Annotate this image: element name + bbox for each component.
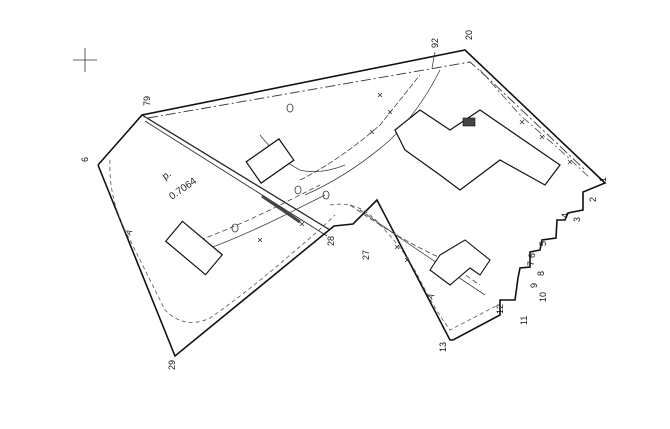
- inner-contour-left: [109, 159, 336, 323]
- vertex-label: 4: [560, 213, 570, 218]
- inner-contour-right: [329, 203, 499, 331]
- parcel-code: p.: [160, 169, 173, 183]
- vertex-label: 3: [572, 217, 582, 222]
- vertex-label: 2: [588, 197, 598, 202]
- vertex-label: 12: [495, 304, 505, 314]
- vertex-label: 9: [529, 283, 539, 288]
- parcel-area: 0.7064: [167, 176, 199, 203]
- vertex-label: 7: [526, 261, 536, 266]
- crosshair-marker: [73, 48, 97, 72]
- a-mark: A: [426, 291, 437, 301]
- x-marks: [257, 92, 573, 263]
- building-annex: [429, 239, 491, 286]
- vertex-label: 20: [464, 30, 474, 40]
- building-middle: [245, 138, 295, 184]
- leader-line-92: [431, 51, 436, 69]
- vertex-label: 6: [527, 253, 537, 258]
- vertex-label: 92: [430, 38, 440, 48]
- vertex-label: 79: [142, 96, 152, 106]
- right-border-line: [479, 69, 591, 179]
- building-right: [394, 109, 561, 191]
- vertex-label: 27: [361, 250, 371, 260]
- vertex-label: 1: [598, 177, 608, 182]
- vertex-label: 29: [167, 360, 177, 370]
- vertex-label: 10: [538, 292, 548, 302]
- vertex-label: 13: [438, 342, 448, 352]
- parcel-boundary: [97, 49, 607, 358]
- diagonal-boundary: [141, 114, 331, 237]
- hatched-element: [462, 117, 476, 127]
- vertex-label: 8: [536, 271, 546, 276]
- a-mark: A: [124, 227, 135, 237]
- vertex-label: 5: [538, 241, 548, 246]
- building-left: [164, 220, 224, 276]
- vertex-label: 28: [326, 236, 336, 246]
- vertex-label: 6: [80, 157, 90, 162]
- dashdot-line: [147, 61, 586, 171]
- vertex-label: 11: [519, 316, 529, 325]
- o-marks: [231, 103, 330, 233]
